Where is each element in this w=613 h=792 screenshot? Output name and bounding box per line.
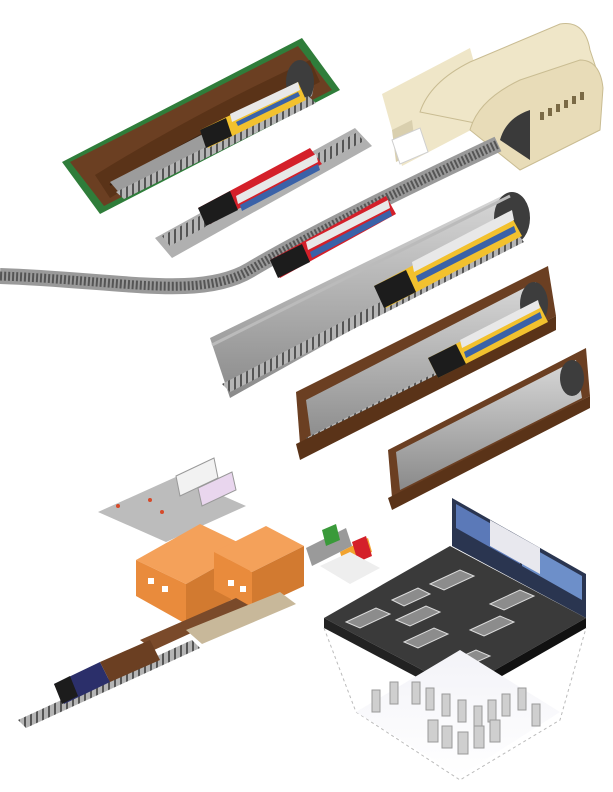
warehouse-building xyxy=(136,524,304,624)
locomotive-icon xyxy=(54,640,160,704)
station-building xyxy=(382,23,604,171)
soil-tunnel-section xyxy=(62,38,340,214)
workstations xyxy=(344,569,536,673)
control-room xyxy=(323,498,587,781)
soil-tunnel-section-2 xyxy=(296,266,556,460)
concrete-tunnel-section xyxy=(210,192,530,398)
server-racks xyxy=(371,681,541,755)
train-icon xyxy=(270,196,396,278)
video-wall xyxy=(452,498,586,618)
empty-tunnel-section xyxy=(388,348,590,510)
train-icon xyxy=(428,300,548,378)
curved-track xyxy=(0,136,502,295)
open-track-section xyxy=(155,128,372,258)
train-icon xyxy=(198,148,322,226)
train-icon xyxy=(200,82,306,148)
freight-track xyxy=(18,640,200,728)
truck-icon xyxy=(175,457,237,507)
logistics-yard xyxy=(98,457,380,650)
train-icon xyxy=(374,210,522,308)
